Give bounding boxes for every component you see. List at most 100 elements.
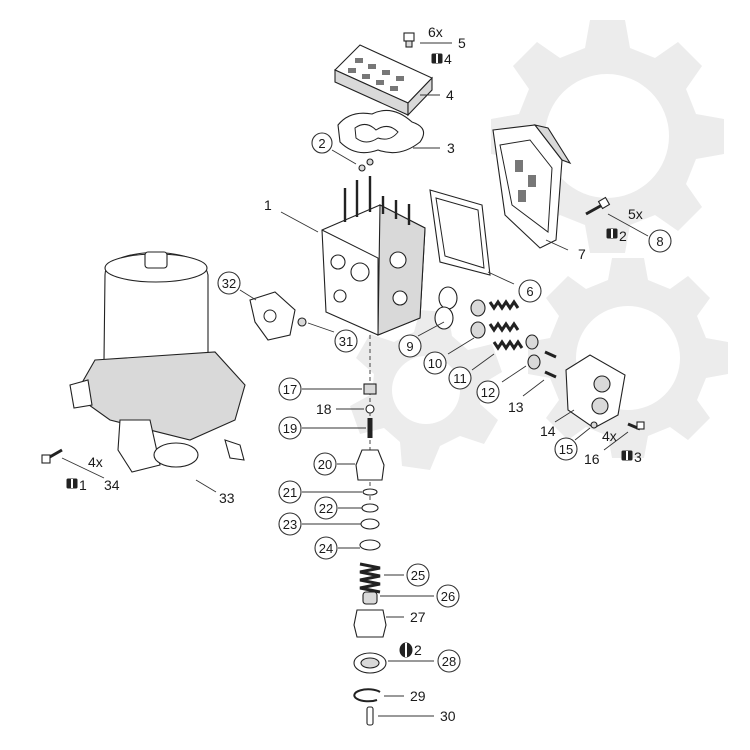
torque-note-part-16: 3 xyxy=(621,449,642,465)
grease-icon xyxy=(399,642,413,658)
svg-text:15: 15 xyxy=(559,442,573,457)
plug-31-part xyxy=(297,317,307,327)
svg-text:31: 31 xyxy=(339,334,353,349)
svg-text:22: 22 xyxy=(319,501,333,516)
membranes-part xyxy=(434,286,458,330)
svg-text:24: 24 xyxy=(319,541,333,556)
gasket-part xyxy=(337,109,425,154)
torque-note-part-4: 4 xyxy=(431,51,452,67)
callout-17: 17 xyxy=(278,377,302,401)
callout-26: 26 xyxy=(436,584,460,608)
callout-15: 15 xyxy=(554,437,578,461)
callout-25: 25 xyxy=(406,563,430,587)
callout-5: 5 xyxy=(458,35,466,51)
pins-part xyxy=(544,350,557,379)
pin-30-part xyxy=(366,706,374,726)
watermark-gear-rear xyxy=(350,310,502,470)
callout-14: 14 xyxy=(540,423,556,439)
cover-screw-part xyxy=(403,32,415,48)
svg-text:1: 1 xyxy=(79,477,87,493)
side-cover-part xyxy=(565,354,626,429)
plug-17-part xyxy=(363,383,377,395)
svg-text:2: 2 xyxy=(318,136,325,151)
lubricant-note-part-28: 2 xyxy=(399,642,422,658)
spring-seats-part xyxy=(470,299,486,339)
module-screw-part xyxy=(585,196,611,216)
svg-text:2: 2 xyxy=(619,228,627,244)
oring-24-part xyxy=(359,539,381,551)
callout-11: 11 xyxy=(448,366,472,390)
callout-19: 19 xyxy=(278,416,302,440)
callout-20: 20 xyxy=(313,452,337,476)
circlip-29-part xyxy=(353,688,381,703)
svg-text:23: 23 xyxy=(283,517,297,532)
socket-icon xyxy=(621,450,633,461)
spring-25-part xyxy=(359,562,381,594)
callout-31: 31 xyxy=(334,329,358,353)
callout-9: 9 xyxy=(398,334,422,358)
callout-16: 16 xyxy=(584,451,600,467)
callout-4: 4 xyxy=(446,87,454,103)
svg-text:28: 28 xyxy=(442,654,456,669)
oring-23-part xyxy=(360,518,380,530)
gasket-32-part xyxy=(249,291,296,341)
oring-22-part xyxy=(361,503,379,513)
callout-33: 33 xyxy=(219,490,235,506)
torque-note-part-8: 2 xyxy=(606,228,627,244)
electronic-module-part xyxy=(492,124,572,249)
callout-7: 7 xyxy=(578,246,586,262)
svg-text:26: 26 xyxy=(441,589,455,604)
svg-text:19: 19 xyxy=(283,421,297,436)
svg-text:12: 12 xyxy=(481,385,495,400)
callout-8: 8 xyxy=(648,229,672,253)
svg-text:32: 32 xyxy=(222,276,236,291)
torque-note-part-34: 1 xyxy=(66,477,87,493)
quantity-part-16: 4x xyxy=(602,428,617,444)
svg-text:17: 17 xyxy=(283,382,297,397)
svg-text:2: 2 xyxy=(414,642,422,658)
seal-28-part xyxy=(353,652,387,674)
springs-part xyxy=(488,299,524,351)
callout-1: 1 xyxy=(264,197,272,213)
svg-text:20: 20 xyxy=(318,457,332,472)
piston-26-part xyxy=(362,591,378,605)
leader-lines xyxy=(61,42,649,717)
svg-text:3: 3 xyxy=(634,449,642,465)
socket-icon xyxy=(66,478,78,489)
callout-29: 29 xyxy=(410,688,426,704)
svg-text:10: 10 xyxy=(428,356,442,371)
small-nut-15-part xyxy=(590,421,598,429)
quantity-part-5: 6x xyxy=(428,24,443,40)
oring-21-part xyxy=(362,488,378,496)
callout-28: 28 xyxy=(437,649,461,673)
caps-part xyxy=(525,334,541,370)
valve-insert-20-part xyxy=(355,449,385,481)
callout-24: 24 xyxy=(314,536,338,560)
watermark-gear-small xyxy=(528,258,728,458)
svg-text:18: 18 xyxy=(316,401,332,417)
callout-3: 3 xyxy=(447,140,455,156)
svg-text:6: 6 xyxy=(526,284,533,299)
quantity-part-34: 4x xyxy=(88,454,103,470)
callout-21: 21 xyxy=(278,480,302,504)
membrane-plate-part xyxy=(429,189,491,276)
socket-icon xyxy=(606,228,618,239)
air-dryer-assembly-part xyxy=(69,251,246,473)
callout-27: 27 xyxy=(410,609,426,625)
callout-34: 34 xyxy=(104,477,120,493)
svg-text:11: 11 xyxy=(453,371,467,386)
callout-30: 30 xyxy=(440,708,456,724)
cover-plate-part xyxy=(334,44,433,117)
callout-32: 32 xyxy=(217,271,241,295)
dryer-screw-part xyxy=(41,448,63,464)
callout-18: 18 xyxy=(316,401,332,417)
small-nut-part xyxy=(358,158,374,172)
callout-6: 6 xyxy=(518,279,542,303)
cover-screw-16-part xyxy=(627,421,645,431)
callout-2: 2 xyxy=(311,132,333,154)
svg-text:25: 25 xyxy=(411,568,425,583)
svg-text:9: 9 xyxy=(406,339,413,354)
callout-23: 23 xyxy=(278,512,302,536)
valve-body-part xyxy=(321,176,426,336)
